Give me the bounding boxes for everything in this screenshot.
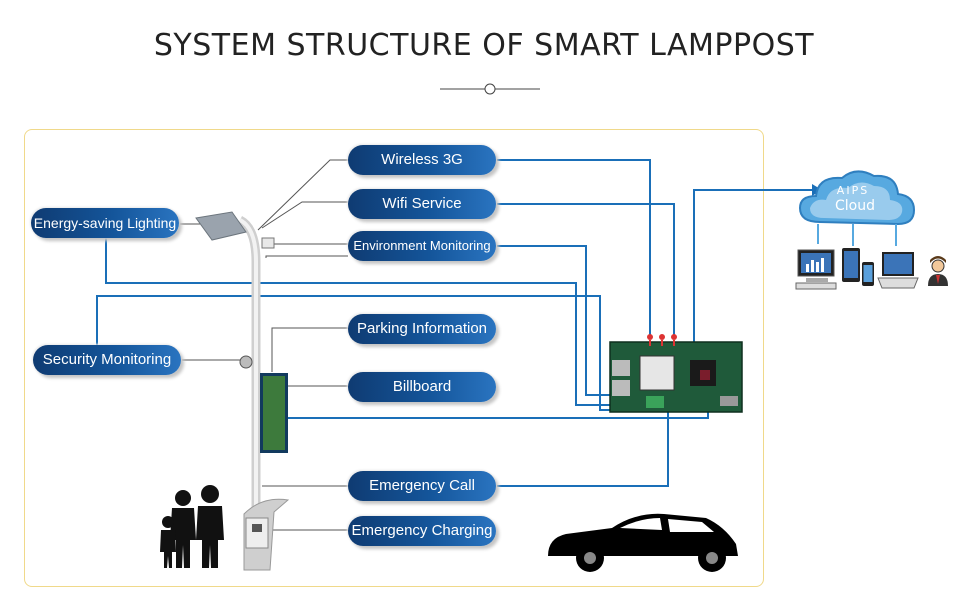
car-silhouette — [548, 513, 738, 572]
label-parking-information: Parking Information — [348, 314, 496, 344]
laptop-icon — [877, 252, 919, 289]
tablet-icon — [842, 248, 860, 282]
label-environment-monitoring: Environment Monitoring — [348, 231, 496, 261]
cloud-brand: AIPS — [837, 184, 869, 197]
diagram-title: SYSTEM STRUCTURE OF SMART LAMPPOST — [153, 28, 815, 63]
leader-lines — [180, 159, 348, 531]
cloud-icon — [798, 170, 916, 226]
label-security-monitoring: Security Monitoring — [33, 345, 181, 375]
people-silhouettes — [160, 485, 224, 568]
user-icon — [928, 256, 948, 286]
label-emergency-charging: Emergency Charging — [348, 516, 496, 546]
connection-lines — [96, 159, 812, 487]
title-divider — [440, 83, 540, 95]
label-wireless-3g: Wireless 3G — [348, 145, 496, 175]
cloud-label: Cloud — [835, 198, 875, 214]
label-wifi-service: Wifi Service — [348, 189, 496, 219]
phone-icon — [862, 262, 874, 286]
lamppost — [195, 211, 290, 571]
controller-board — [609, 334, 743, 413]
label-emergency-call: Emergency Call — [348, 471, 496, 501]
label-energy-saving-lighting: Energy-saving Lighting — [31, 208, 179, 238]
label-billboard: Billboard — [348, 372, 496, 402]
cloud-device-links — [817, 224, 897, 246]
monitor-icon — [795, 249, 837, 290]
